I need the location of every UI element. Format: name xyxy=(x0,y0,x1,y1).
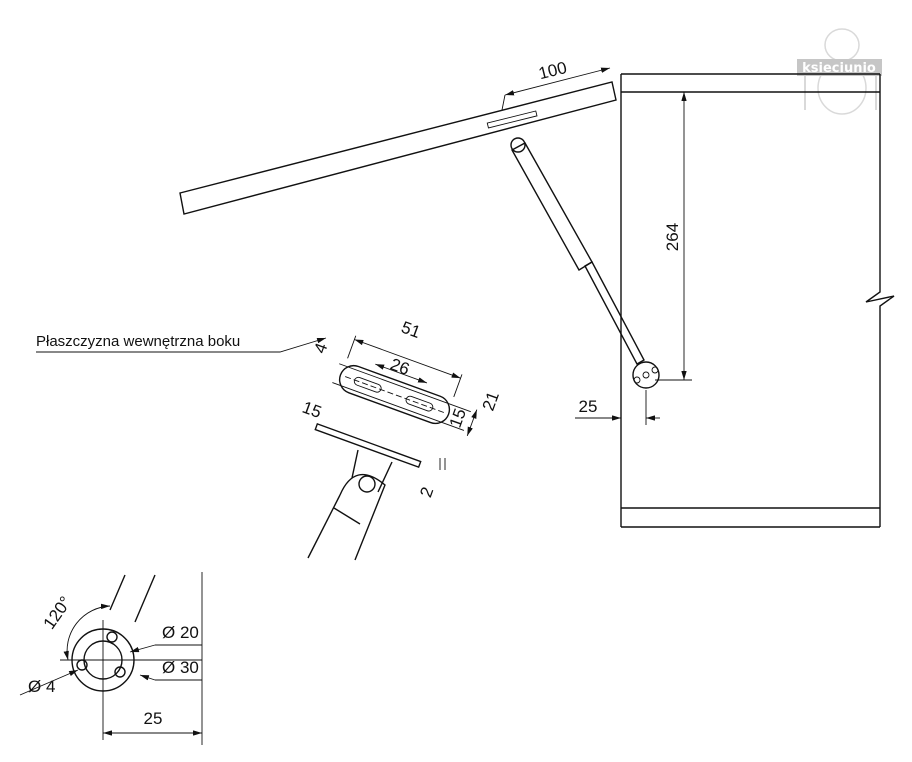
dimension-label: ksieciunio xyxy=(802,61,876,76)
dim-height: 264 xyxy=(655,92,692,381)
dim-lid-offset: 100 xyxy=(501,58,611,111)
dimension-label: Ø 4 xyxy=(28,677,55,696)
dimension-label: 51 xyxy=(399,318,423,342)
gas-spring xyxy=(510,137,660,389)
dimension-label: Ø 20 xyxy=(162,623,199,642)
cabinet-side xyxy=(620,73,895,528)
dimension-label: 25 xyxy=(579,397,598,416)
dimension-label: 15 xyxy=(300,398,324,422)
dimension-label: 26 xyxy=(388,355,412,379)
dimension-label: Płaszczyzna wewnętrzna boku xyxy=(36,333,240,350)
lid-panel xyxy=(179,81,617,215)
bracket-rod xyxy=(307,449,393,561)
dimension-label: 25 xyxy=(144,709,163,728)
dimension-label: Ø 30 xyxy=(162,658,199,677)
logo: ksieciunio xyxy=(797,28,882,115)
dimension-label: 120° xyxy=(40,593,76,633)
dim-side-offset: 25 xyxy=(575,390,660,425)
dimension-label: 264 xyxy=(663,223,682,251)
dimension-label: 2 xyxy=(416,484,437,499)
bracket-detail xyxy=(314,335,478,469)
mount-detail xyxy=(19,572,203,745)
dimension-label: 4 xyxy=(310,340,331,355)
inner-plane-label: Płaszczyzna wewnętrzna boku xyxy=(36,333,327,353)
dimension-label: 21 xyxy=(479,389,503,413)
